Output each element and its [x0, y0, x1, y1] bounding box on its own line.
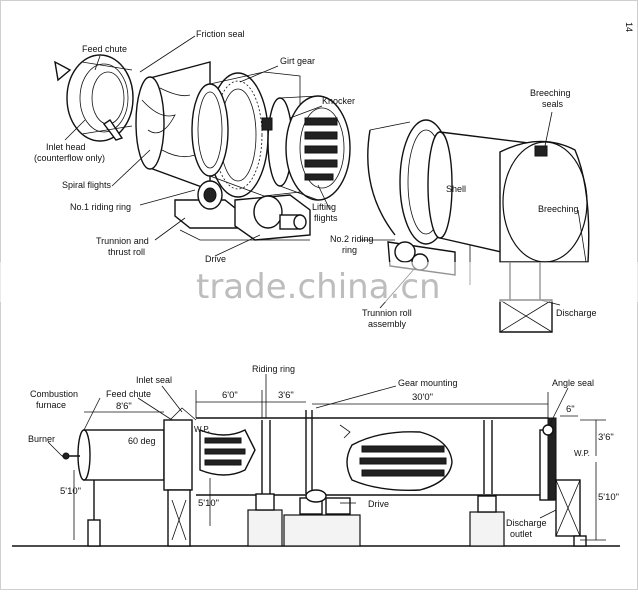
label-trunnion-thrust-1: Trunnion and [96, 236, 149, 246]
label-breeching: Breeching [538, 204, 579, 214]
label-discharge-outlet-2: outlet [510, 529, 533, 539]
watermark-band [0, 262, 638, 302]
label-inlet-seal: Inlet seal [136, 375, 172, 385]
label-angle: 60 deg [128, 436, 156, 446]
dim-3-6-right: 3'6" [598, 432, 614, 443]
side-elevation-view: Inlet seal Riding ring Gear mounting Ang… [12, 364, 620, 547]
label-wp-left: W.P. [194, 425, 210, 434]
dim-30-0: 30'0" [412, 392, 433, 403]
lifting-flights-drawing [261, 95, 351, 201]
label-combustion-furnace-2: furnace [36, 400, 66, 410]
label-discharge: Discharge [556, 308, 597, 318]
shell-drawing [196, 410, 548, 496]
label-spiral-flights: Spiral flights [62, 180, 112, 190]
furnace-drawing [62, 429, 165, 547]
label-combustion-furnace-1: Combustion [30, 389, 78, 399]
exploded-view: Feed chute Friction seal Girt gear Knock… [34, 29, 597, 333]
label-knocker: Knocker [322, 96, 355, 106]
discharge-end-drawing [539, 417, 587, 547]
label-feed-chute-bottom: Feed chute [106, 389, 151, 399]
label-angle-seal: Angle seal [552, 378, 594, 388]
label-no2-riding-ring-1: No.2 riding [330, 234, 374, 244]
dim-3-6-top: 3'6" [278, 390, 294, 401]
label-drive-bottom: Drive [368, 499, 389, 509]
label-discharge-outlet-1: Discharge [506, 518, 547, 528]
label-no1-riding-ring: No.1 riding ring [70, 202, 131, 212]
dimension-lines [73, 390, 606, 541]
foundations-drawing [247, 489, 505, 547]
page-number: 14 [624, 22, 634, 32]
watermark-text: trade.china.cn [196, 267, 441, 307]
rear-shell-drawing [367, 119, 590, 263]
label-burner: Burner [28, 434, 55, 444]
label-trunnion-roll-1: Trunnion roll [362, 308, 412, 318]
dim-6: 6" [566, 404, 575, 415]
dim-8-6: 8'6" [116, 401, 132, 412]
feed-chute-drawing [163, 407, 197, 547]
inlet-head-drawing [54, 54, 134, 142]
drive-assembly-drawing [174, 180, 311, 241]
label-girt-gear: Girt gear [280, 56, 315, 66]
label-shell: Shell [446, 184, 466, 194]
girt-gear-drawing [191, 71, 301, 198]
label-breeching-seals-2: seals [542, 99, 564, 109]
bottom-leader-lines [47, 374, 569, 519]
label-no2-riding-ring-2: ring [342, 245, 357, 255]
label-trunnion-thrust-2: thrust roll [108, 247, 145, 257]
label-feed-chute: Feed chute [82, 44, 127, 54]
dim-5-10-right: 5'10" [598, 492, 619, 503]
label-lifting-flights-2: flights [314, 213, 338, 223]
dim-5-10-mid: 5'10" [198, 498, 219, 509]
label-lifting-flights-1: Lifting [312, 202, 336, 212]
label-friction-seal: Friction seal [196, 29, 245, 39]
discharge-stand-drawing [499, 262, 553, 333]
dim-6-0: 6'0" [222, 390, 238, 401]
label-gear-mounting: Gear mounting [398, 378, 458, 388]
label-inlet-head-1: Inlet head [46, 142, 86, 152]
label-riding-ring: Riding ring [252, 364, 295, 374]
label-inlet-head-2: (counterflow only) [34, 153, 105, 163]
label-drive-top: Drive [205, 254, 226, 264]
label-breeching-seals-1: Breeching [530, 88, 571, 98]
label-wp-right: W.P. [574, 449, 590, 458]
dim-5-10-left: 5'10" [60, 486, 81, 497]
label-trunnion-roll-2: assembly [368, 319, 407, 329]
